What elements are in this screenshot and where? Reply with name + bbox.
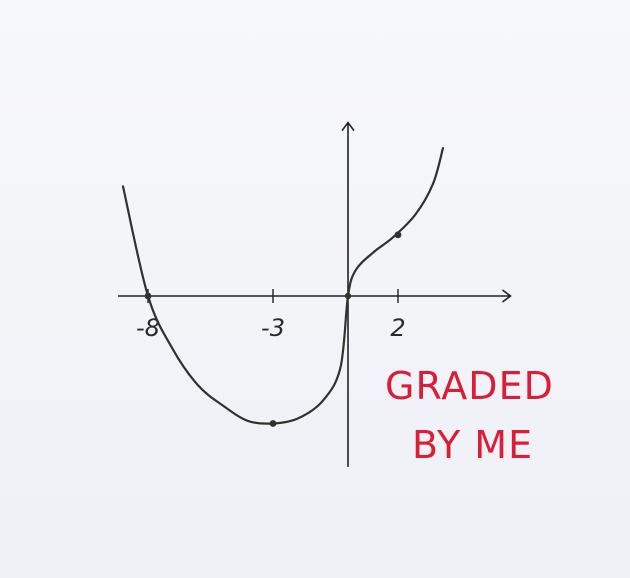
origin-point xyxy=(344,292,352,300)
x-tick-label: -3 xyxy=(261,314,285,342)
annotation-line-2: BY ME xyxy=(412,423,533,467)
marked-point xyxy=(269,420,277,427)
x-tick-label: -8 xyxy=(136,314,160,342)
marked-point xyxy=(144,292,152,300)
x-tick-label: 2 xyxy=(390,314,405,342)
annotation-line-1: GRADED xyxy=(385,364,554,408)
y-axis-arrowhead xyxy=(341,121,355,132)
x-axis-arrowhead xyxy=(502,289,512,303)
axes-group xyxy=(118,121,512,467)
annotation-layer: GRADED BY ME xyxy=(385,364,554,467)
marked-point xyxy=(394,231,402,239)
marker-layer xyxy=(144,231,402,427)
tick-group: -8 -3 2 xyxy=(136,289,406,342)
